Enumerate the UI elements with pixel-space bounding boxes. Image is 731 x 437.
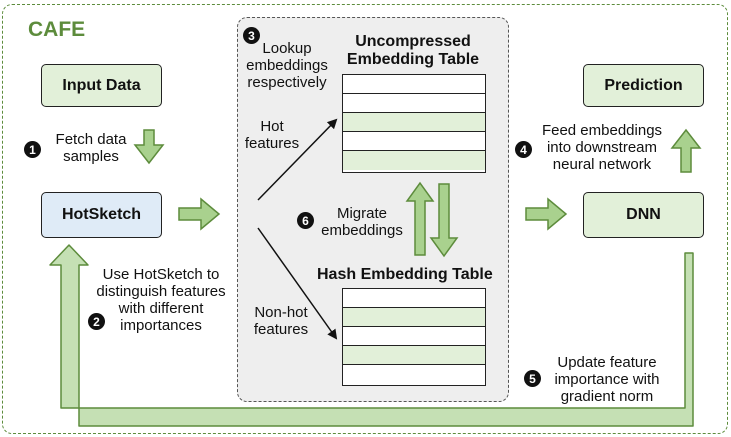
step-3-line2: embeddings	[246, 57, 328, 74]
step-5-line1: Update feature	[557, 354, 657, 371]
step-4-line2: into downstream	[546, 139, 658, 156]
diagram-title: CAFE	[28, 18, 86, 41]
step-5-badge: 5	[524, 370, 541, 387]
step-2-line4: importances	[120, 317, 202, 334]
hotsketch-box: HotSketch	[41, 192, 162, 238]
step-3-line1: Lookup	[262, 40, 312, 57]
table-row	[343, 113, 485, 132]
uncompressed-embedding-table	[342, 74, 486, 173]
nonhot-label-line1: Non-hot	[254, 304, 308, 321]
step-4-badge: 4	[515, 141, 532, 158]
hot-label-line1: Hot	[260, 118, 284, 135]
step-2-line2: distinguish features	[96, 283, 226, 300]
table-row	[343, 327, 485, 346]
step-4-text: Feed embeddings into downstream neural n…	[535, 122, 669, 173]
uncompressed-table-title: Uncompressed Embedding Table	[330, 33, 496, 69]
step-3-badge: 3	[243, 27, 260, 44]
up-arrow-prediction	[670, 128, 702, 173]
table-row	[343, 75, 485, 94]
hash-embedding-table	[342, 288, 486, 386]
table-row	[343, 94, 485, 113]
feedback-loop-arrow	[49, 244, 694, 427]
migrate-down-arrow	[429, 183, 459, 258]
table-row	[343, 346, 485, 365]
input-data-label: Input Data	[62, 76, 141, 94]
step-3-text: Lookup embeddings respectively	[238, 40, 336, 91]
table-row	[343, 308, 485, 327]
prediction-label: Prediction	[604, 76, 683, 94]
step-6-text: Migrate embeddings	[316, 205, 408, 239]
nonhot-label-line2: features	[253, 321, 309, 338]
dnn-box: DNN	[583, 192, 704, 238]
down-arrow-fetch	[133, 129, 165, 165]
hot-features-line	[257, 118, 338, 201]
step-3-line3: respectively	[247, 74, 327, 91]
hash-table-title: Hash Embedding Table	[317, 266, 493, 283]
cafe-frame	[2, 4, 728, 434]
dnn-label: DNN	[626, 206, 661, 223]
nonhot-features-label: Non-hot features	[242, 304, 320, 338]
prediction-box: Prediction	[583, 64, 704, 107]
step-1-line1: Fetch data	[55, 131, 127, 148]
step-6-line1: Migrate	[336, 205, 388, 222]
hotsketch-label: HotSketch	[61, 206, 142, 223]
input-data-box: Input Data	[41, 64, 162, 107]
step-4-line1: Feed embeddings	[541, 122, 663, 139]
step-1-line2: samples	[63, 148, 119, 165]
uncompressed-title-line2: Embedding Table	[346, 51, 480, 68]
step-1-badge: 1	[24, 141, 41, 158]
step-5-line3: gradient norm	[560, 388, 654, 405]
table-row	[343, 289, 485, 308]
uncompressed-title-line1: Uncompressed	[355, 33, 471, 50]
step-4-line3: neural network	[552, 156, 652, 173]
right-arrow-dnn	[525, 197, 568, 231]
step-2-line3: with different	[118, 300, 204, 317]
hot-features-label: Hot features	[242, 118, 302, 152]
step-2-badge: 2	[88, 313, 105, 330]
step-6-badge: 6	[297, 212, 314, 229]
hot-label-line2: features	[244, 135, 300, 152]
step-6-line2: embeddings	[321, 222, 403, 239]
step-5-text: Update feature importance with gradient …	[540, 354, 674, 405]
step-1-text: Fetch data samples	[44, 131, 138, 165]
table-row	[343, 151, 485, 170]
step-5-line2: importance with	[554, 371, 660, 388]
right-arrow-hotsketch	[178, 197, 221, 231]
nonhot-features-line	[257, 227, 338, 340]
step-2-text: Use HotSketch to distinguish features wi…	[86, 266, 236, 334]
table-row	[343, 132, 485, 151]
step-2-line1: Use HotSketch to	[102, 266, 220, 283]
migrate-up-arrow	[405, 181, 435, 256]
